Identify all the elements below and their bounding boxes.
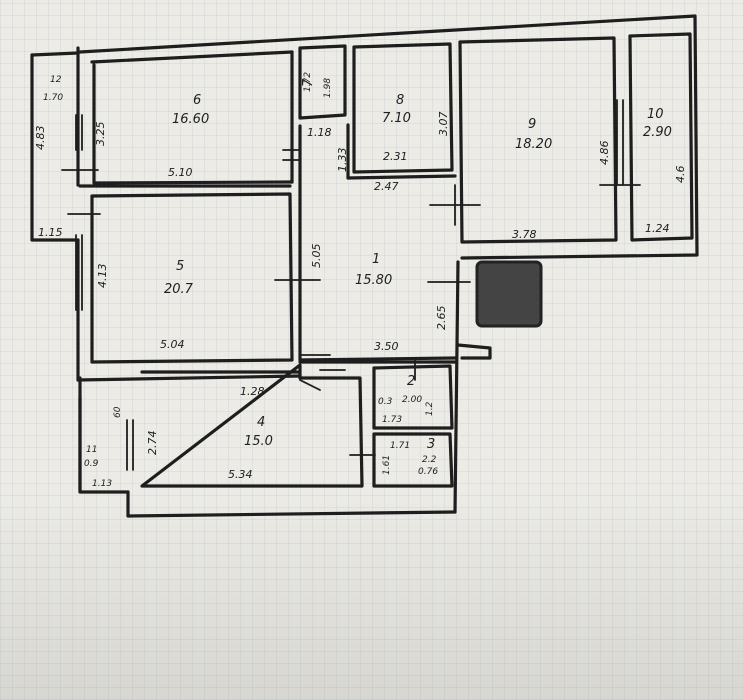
outer-walls xyxy=(76,14,699,518)
room-9-walls xyxy=(458,36,618,244)
dim-1-15: 1.15 xyxy=(38,226,63,239)
room-area-2: 2.00 xyxy=(402,395,422,405)
dim-5-10: 5.10 xyxy=(168,166,193,179)
room-8-walls xyxy=(346,42,457,180)
dim-4-83: 4.83 xyxy=(34,126,47,151)
redaction-square xyxy=(475,260,543,328)
room-number-5: 5 xyxy=(176,259,184,274)
dim-0-76: 0.76 xyxy=(418,467,438,477)
dim-4-6: 4.6 xyxy=(674,166,687,184)
room-4-walls xyxy=(140,363,364,488)
room-area-3: 2.2 xyxy=(422,455,437,465)
dim-2-74: 2.74 xyxy=(146,431,159,456)
dim-3-78: 3.78 xyxy=(512,228,537,241)
dim-0-3: 0.3 xyxy=(378,397,393,407)
dim-1-33: 1.33 xyxy=(336,148,349,173)
room-area-5: 20.7 xyxy=(164,282,194,297)
room-number-6: 6 xyxy=(193,93,201,108)
door-marks xyxy=(61,149,641,456)
room-area-11: 0.9 xyxy=(84,459,99,469)
dim-4-13: 4.13 xyxy=(96,264,109,289)
dim-2-47: 2.47 xyxy=(374,180,399,193)
dim-1-71: 1.71 xyxy=(390,441,410,451)
dim-1-2: 1.2 xyxy=(425,401,435,416)
dim-1-24: 1.24 xyxy=(645,222,670,235)
room-10-walls xyxy=(628,32,694,242)
room-area-12: 1.70 xyxy=(43,93,63,103)
dim-1-61: 1.61 xyxy=(382,455,392,475)
room-area-4: 15.0 xyxy=(244,434,273,449)
dim-1-28: 1.28 xyxy=(240,385,265,398)
room-1-walls xyxy=(298,124,457,364)
dim-5-34: 5.34 xyxy=(228,468,253,481)
room-area-9: 18.20 xyxy=(515,137,552,152)
room-number-9: 9 xyxy=(528,117,536,132)
room-number-4: 4 xyxy=(257,415,265,430)
dim-1-72: 1.72 xyxy=(303,72,313,92)
dim-1-73: 1.73 xyxy=(382,415,402,425)
window-marks xyxy=(75,99,624,471)
room-number-8: 8 xyxy=(396,93,404,108)
room-area-7: 1.98 xyxy=(323,78,333,98)
room-number-11: 11 xyxy=(86,445,97,455)
room-number-10: 10 xyxy=(647,107,664,122)
room-number-1: 1 xyxy=(372,252,380,267)
room-area-1: 15.80 xyxy=(355,273,392,288)
dim-2-31: 2.31 xyxy=(383,150,408,163)
room-3-walls xyxy=(372,432,454,488)
dim-1-13: 1.13 xyxy=(92,479,112,489)
room-7-walls xyxy=(298,44,347,120)
room-number-12: 12 xyxy=(50,75,62,85)
dim-2-65: 2.65 xyxy=(435,306,448,331)
room-5-walls xyxy=(90,192,294,364)
room-area-6: 16.60 xyxy=(172,112,209,127)
room-area-8: 7.10 xyxy=(382,111,411,126)
room-2-walls xyxy=(372,364,454,430)
dim-4-86: 4.86 xyxy=(598,141,611,166)
dim-3-50: 3.50 xyxy=(374,340,399,353)
dim-3-07: 3.07 xyxy=(437,112,450,137)
dim-3-25: 3.25 xyxy=(94,122,107,147)
dim-5-04: 5.04 xyxy=(160,338,185,351)
room-number-3: 3 xyxy=(427,437,435,452)
dim-60: 60 xyxy=(113,406,123,418)
dim-5-05: 5.05 xyxy=(310,244,323,269)
room-number-7: 7 xyxy=(301,78,316,87)
dim-1-18: 1.18 xyxy=(307,126,332,139)
room-area-10: 2.90 xyxy=(643,125,672,140)
room-number-2: 2 xyxy=(407,374,415,389)
balcony-12-walls xyxy=(30,51,80,242)
